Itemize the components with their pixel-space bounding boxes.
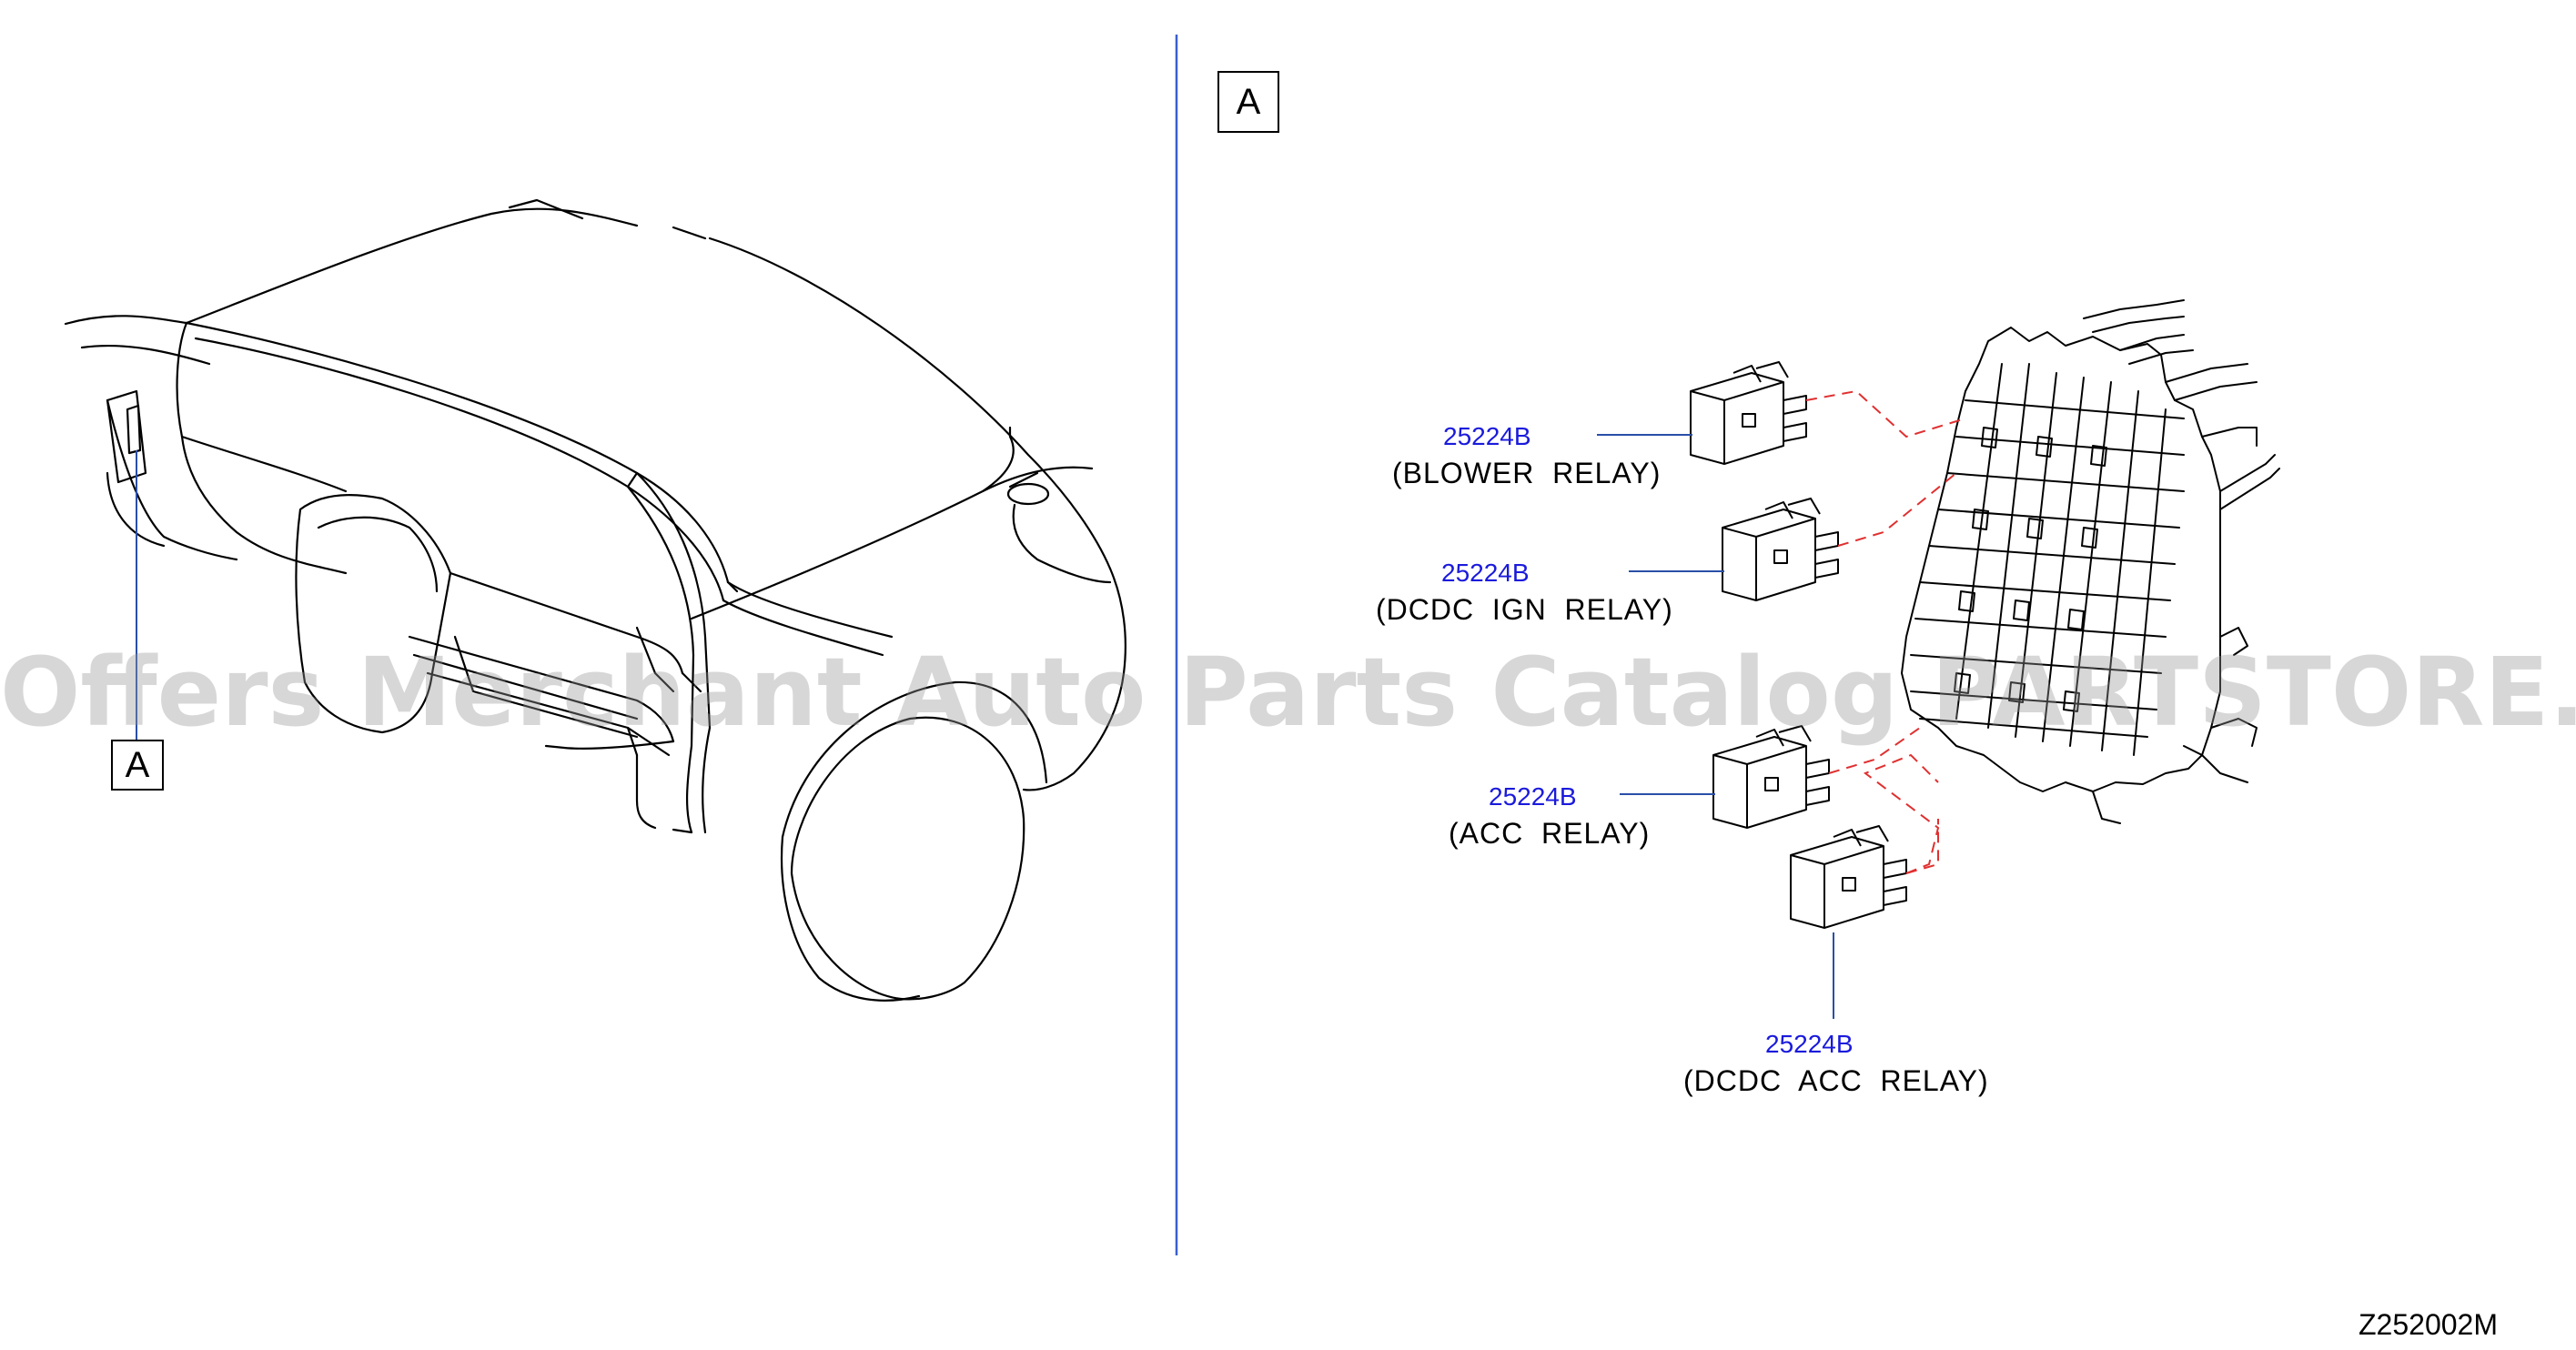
relay-blower [1690,361,1807,465]
watermark: Offers Merchant Auto Parts Catalog PARTS… [0,637,2576,748]
part-number-blower-relay[interactable]: 25224B [1443,422,1531,450]
view-callout-a[interactable]: A [111,740,164,791]
vehicle-dashboard-drawing [64,198,1126,1002]
relay-dcdc-ign [1722,498,1839,601]
part-number-dcdc-ign-relay[interactable]: 25224B [1441,559,1530,587]
part-name-dcdc-acc-relay: (DCDC ACC RELAY) [1683,1064,1989,1097]
detail-callout-a: A [1217,71,1279,133]
relay-fuse-block [1901,299,2280,824]
diagram-code: Z252002M [2359,1308,2498,1341]
part-name-acc-relay: (ACC RELAY) [1449,817,1651,850]
part-number-dcdc-acc-relay[interactable]: 25224B [1765,1030,1854,1058]
relay-position-links [1805,389,1966,874]
part-name-blower-relay: (BLOWER RELAY) [1392,457,1662,489]
part-number-acc-relay[interactable]: 25224B [1489,782,1577,811]
relay-dcdc-acc [1790,825,1907,929]
part-leader-lines [1597,434,1834,1019]
part-name-dcdc-ign-relay: (DCDC IGN RELAY) [1376,593,1673,626]
relay-acc [1712,725,1830,829]
